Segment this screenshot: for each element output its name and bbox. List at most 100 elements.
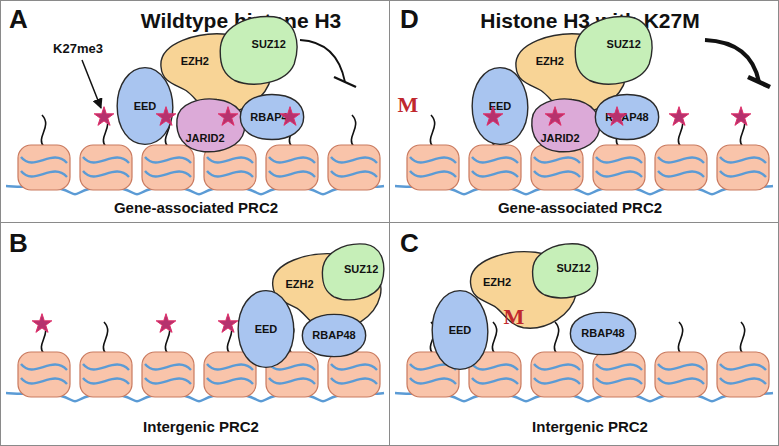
histone-tail xyxy=(678,115,682,147)
dna-wrap xyxy=(658,157,704,163)
dna-wrap xyxy=(720,364,766,370)
subunit-name: EZH2 xyxy=(483,276,511,288)
protein-subunit: RBAP48 xyxy=(594,93,660,141)
histone-tail xyxy=(227,322,231,354)
nucleosome xyxy=(18,352,70,397)
modification-label: K27me3 xyxy=(53,42,103,55)
dna-wrap xyxy=(331,378,377,384)
k27me3-star xyxy=(483,107,503,126)
histone-tail xyxy=(41,115,45,147)
subunit-outline xyxy=(216,13,301,88)
nucleosome xyxy=(655,352,707,397)
dna-wrap xyxy=(472,157,518,163)
dna-wrap xyxy=(596,157,642,163)
dna-wrap xyxy=(207,171,253,177)
dna-wrap xyxy=(21,157,67,163)
subunit-name: SUZ12 xyxy=(557,262,591,274)
inhibition-bar xyxy=(334,77,356,87)
panel-heading: Intergenic PRC2 xyxy=(532,419,648,436)
dna-wrap xyxy=(145,171,191,177)
dna-wrap xyxy=(596,364,642,370)
k27me3-star xyxy=(218,314,238,333)
panel: AWildtype histone H3Gene-associated PRC2… xyxy=(0,0,390,223)
subunit-outline xyxy=(571,13,656,88)
dna-wrap xyxy=(83,364,129,370)
subunit-name: SUZ12 xyxy=(344,263,378,275)
inhibition-line xyxy=(705,40,759,82)
protein-subunit: SUZ12 xyxy=(216,13,301,88)
inhibition-line xyxy=(300,40,345,82)
nucleosome xyxy=(266,145,318,190)
dna-wrap xyxy=(83,378,129,384)
dna-wrap xyxy=(145,157,191,163)
nucleosome-array xyxy=(6,322,384,401)
k27me3-star xyxy=(32,314,52,333)
k27me3-star xyxy=(280,107,300,126)
subunit-name: EZH2 xyxy=(181,55,209,67)
histone-tail xyxy=(41,322,45,354)
dna-wrap xyxy=(410,171,456,177)
nucleosome xyxy=(469,145,521,190)
histone-tail xyxy=(351,115,355,147)
subunit-name: EZH2 xyxy=(536,55,564,67)
subunit-name: RBAP48 xyxy=(312,329,355,341)
dna-wrap xyxy=(472,364,518,370)
k27me3-star xyxy=(669,107,689,126)
protein-subunit: SUZ12 xyxy=(571,13,656,88)
dna-wrap xyxy=(596,378,642,384)
subunit-name: RBAP48 xyxy=(581,327,624,339)
histone-tail xyxy=(740,115,744,147)
protein-subunit: SUZ12 xyxy=(319,241,387,303)
panel-letter: A xyxy=(9,5,28,34)
dna-wrap xyxy=(269,378,315,384)
inhibition-bar xyxy=(748,77,770,87)
dna-wrap xyxy=(21,378,67,384)
dna-wrap xyxy=(534,171,580,177)
protein-subunit: JARID2 xyxy=(524,96,604,154)
histone-tail xyxy=(430,115,434,147)
dna-wrap xyxy=(145,364,191,370)
dna-wrap xyxy=(658,378,704,384)
panel-letter: D xyxy=(400,5,419,34)
subunit-name: SUZ12 xyxy=(252,38,286,50)
dna-wrap xyxy=(410,378,456,384)
nucleosome xyxy=(717,145,769,190)
dna-wrap xyxy=(658,364,704,370)
mutation-mark: M xyxy=(398,94,419,116)
nucleosome xyxy=(142,145,194,190)
dna-wrap xyxy=(83,157,129,163)
dna-wrap xyxy=(331,157,377,163)
nucleosome xyxy=(328,145,380,190)
subunit-name: EED xyxy=(489,100,512,112)
subunit-name: EED xyxy=(449,324,472,336)
subunit-name: EED xyxy=(255,323,278,335)
dna-wrap xyxy=(331,171,377,177)
subunit-name: SUZ12 xyxy=(607,38,641,50)
dna-wrap xyxy=(21,364,67,370)
protein-subunit: EED xyxy=(237,289,295,369)
protein-subunit: EED xyxy=(431,289,489,371)
protein-subunit: EED xyxy=(116,66,174,146)
nucleosome xyxy=(407,145,459,190)
histone-tail xyxy=(165,322,169,354)
dna-wrap xyxy=(83,171,129,177)
dna-wrap xyxy=(207,378,253,384)
mutation-mark: M xyxy=(504,306,525,328)
k27me3-star xyxy=(731,107,751,126)
protein-subunit: RBAP48 xyxy=(301,313,367,358)
dna-wrap xyxy=(596,171,642,177)
k27me3-star xyxy=(156,314,176,333)
dna-wrap xyxy=(472,171,518,177)
panel: DHistone H3 with K27MGene-associated PRC… xyxy=(389,0,779,223)
dna-wrap xyxy=(534,364,580,370)
dna-wrap xyxy=(410,157,456,163)
dna-wrap xyxy=(472,378,518,384)
panel-heading: Gene-associated PRC2 xyxy=(498,200,662,217)
histone-tail xyxy=(103,115,107,147)
nucleosome xyxy=(80,352,132,397)
panel: CIntergenic PRC2EZH2SUZ12EEDRBAP48 xyxy=(389,222,779,446)
panel-letter: B xyxy=(9,229,28,258)
nucleosome xyxy=(593,352,645,397)
k27me3-star xyxy=(545,107,565,126)
dna-wrap xyxy=(720,171,766,177)
